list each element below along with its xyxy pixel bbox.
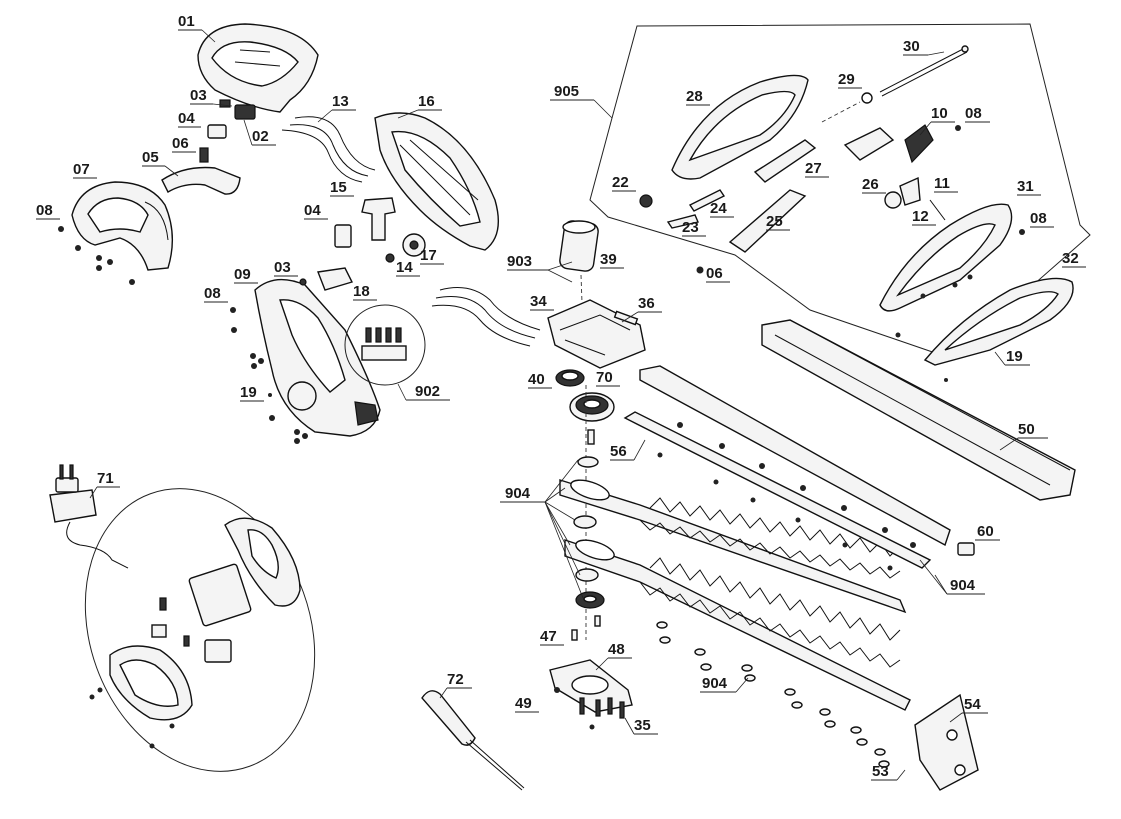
- label-903: 903: [507, 253, 532, 270]
- blade-washers-904: [656, 621, 890, 768]
- blade-lower: [564, 539, 911, 711]
- label-08: 08: [204, 285, 221, 302]
- blade-guard-54: [914, 693, 979, 791]
- label-71: 71: [97, 470, 114, 487]
- label-01: 01: [178, 13, 195, 30]
- label-60: 60: [977, 523, 994, 540]
- label-09: 09: [234, 266, 251, 283]
- trigger-switch-small-parts: [199, 99, 256, 163]
- label-29: 29: [838, 71, 855, 88]
- label-22: 22: [612, 174, 629, 191]
- label-47: 47: [540, 628, 557, 645]
- label-905: 905: [554, 83, 579, 100]
- end-cap-60: [957, 542, 975, 556]
- label-18: 18: [353, 283, 370, 300]
- label-39: 39: [600, 251, 617, 268]
- label-11: 11: [934, 175, 950, 192]
- label-72: 72: [447, 671, 464, 688]
- label-28: 28: [686, 88, 703, 105]
- label-904: 904: [505, 485, 531, 502]
- label-10: 10: [931, 105, 948, 122]
- spacer-strip-with-bolts: [623, 411, 932, 571]
- label-02: 02: [252, 128, 269, 145]
- label-27: 27: [805, 160, 822, 177]
- label-08: 08: [1030, 210, 1047, 227]
- label-34: 34: [530, 293, 547, 310]
- label-14: 14: [396, 259, 413, 276]
- label-56: 56: [610, 443, 627, 460]
- gear-housing-34: [547, 299, 646, 369]
- label-30: 30: [903, 38, 920, 55]
- front-handle-screws: [58, 226, 135, 285]
- label-24: 24: [710, 200, 727, 217]
- trigger-lever: [161, 166, 241, 195]
- label-13: 13: [332, 93, 349, 110]
- label-07: 07: [73, 161, 90, 178]
- motor-903: [559, 220, 599, 331]
- cam-washers: [573, 429, 605, 609]
- label-19: 19: [240, 384, 257, 401]
- support-bar: [639, 365, 951, 547]
- label-26: 26: [862, 176, 879, 193]
- part-number-labels: 01 03 04 02 06 05 07 08 13 16 15 04 14 1…: [36, 13, 1079, 780]
- label-54: 54: [964, 696, 981, 713]
- label-32: 32: [1062, 250, 1079, 267]
- small-parts-04-15-14-17: [334, 197, 426, 263]
- charger-71: [49, 464, 129, 569]
- screwdriver-72: [421, 690, 525, 791]
- label-06: 06: [706, 265, 723, 282]
- rear-handle-top-cover: [197, 23, 319, 113]
- label-902: 902: [415, 383, 440, 400]
- battery-pack-detail: [84, 488, 316, 772]
- label-904: 904: [702, 675, 728, 692]
- handle-inserts-25-27: [728, 139, 817, 253]
- label-49: 49: [515, 695, 532, 712]
- label-16: 16: [418, 93, 435, 110]
- shaft-30: [821, 45, 969, 123]
- label-06: 06: [172, 135, 189, 152]
- label-904: 904: [950, 577, 976, 594]
- label-31: 31: [1017, 178, 1034, 195]
- label-03: 03: [190, 87, 207, 104]
- motor-housing-right: [374, 112, 499, 251]
- kit-small-parts: [639, 124, 961, 274]
- label-19: 19: [1006, 348, 1023, 365]
- label-03: 03: [274, 259, 291, 276]
- label-40: 40: [528, 371, 545, 388]
- blade-mount-plate-48: [549, 615, 633, 730]
- label-08: 08: [965, 105, 982, 122]
- label-48: 48: [608, 641, 625, 658]
- label-25: 25: [766, 213, 783, 230]
- contacts-detail-902: [344, 304, 426, 386]
- front-handle: [71, 181, 174, 271]
- label-15: 15: [330, 179, 347, 196]
- switch-part-18: [299, 267, 353, 291]
- label-12: 12: [912, 208, 929, 225]
- blade-guard-bar-50: [761, 319, 1076, 501]
- label-17: 17: [420, 247, 437, 264]
- leader-lines: [36, 29, 1086, 781]
- label-04: 04: [178, 110, 195, 127]
- cable-harness-13: [281, 116, 376, 183]
- motor-housing-left: [254, 278, 381, 437]
- front-handle-upper-28: [671, 74, 809, 180]
- label-70: 70: [596, 369, 613, 386]
- label-50: 50: [1018, 421, 1035, 438]
- label-53: 53: [872, 763, 889, 780]
- housing-screws-left: [230, 307, 308, 444]
- label-23: 23: [682, 219, 699, 236]
- cable-harness-center: [431, 287, 541, 347]
- label-35: 35: [634, 717, 651, 734]
- label-04: 04: [304, 202, 321, 219]
- front-handle-lower-31: [879, 203, 1025, 338]
- label-08: 08: [36, 202, 53, 219]
- hand-guard-32: [923, 277, 1074, 382]
- blade-upper: [559, 479, 907, 614]
- label-05: 05: [142, 149, 159, 166]
- label-36: 36: [638, 295, 655, 312]
- kit-905-frame: [589, 23, 1091, 359]
